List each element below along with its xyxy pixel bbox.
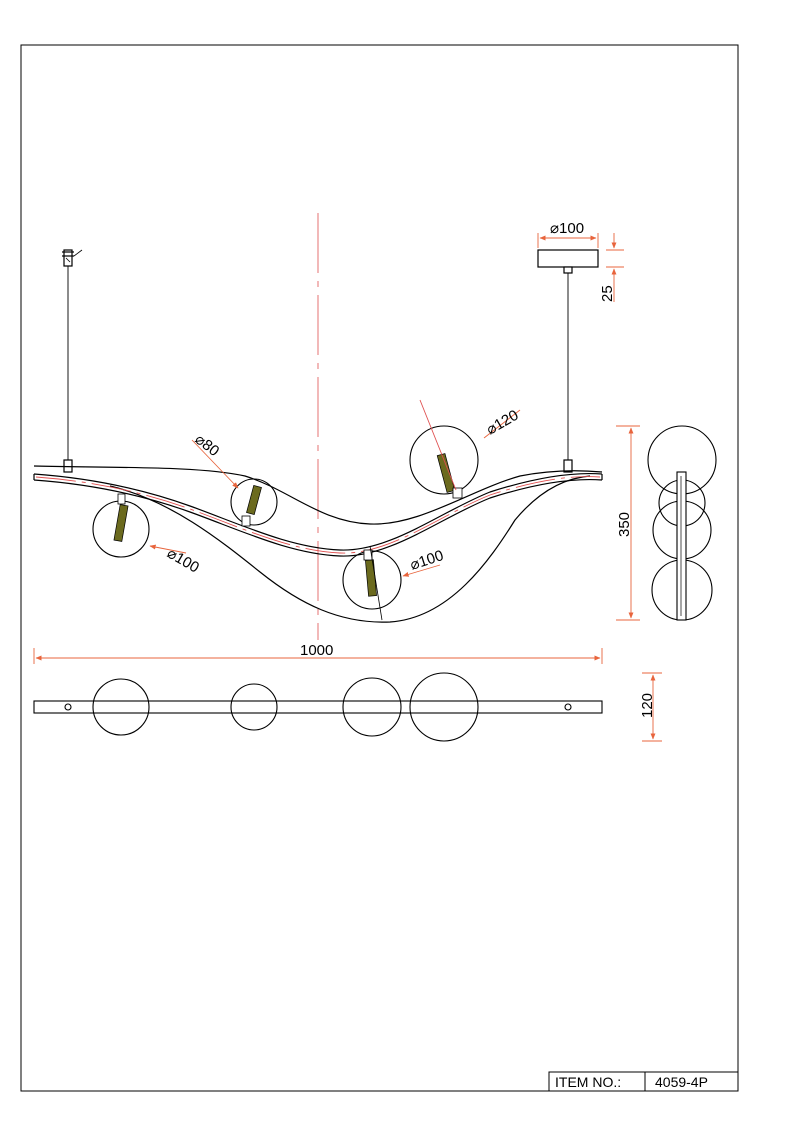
globe-center — [342, 545, 402, 621]
globe-left — [92, 493, 150, 558]
top-view — [33, 672, 603, 742]
globe-small — [230, 478, 278, 527]
title-block: ITEM NO.: 4059-4P — [548, 1071, 739, 1092]
globe-small-diameter-label: ⌀80 — [192, 431, 223, 460]
side-view — [647, 425, 717, 621]
overall-height-label: 350 — [616, 512, 633, 537]
main-wave-bar-top — [33, 472, 603, 551]
canopy-diameter-label: ⌀100 — [550, 220, 584, 237]
drawing-frame — [20, 44, 739, 1092]
main-wave-bar-bottom — [33, 478, 603, 557]
dimension-lines — [33, 233, 662, 742]
overall-length-label: 1000 — [300, 642, 333, 659]
left-suspension-clamp — [62, 249, 83, 267]
item-no-label: ITEM NO.: — [555, 1074, 621, 1090]
canopy-height-label: 25 — [599, 285, 616, 302]
item-no-value: 4059-4P — [655, 1074, 708, 1090]
globe-center-diameter-label: ⌀100 — [408, 547, 446, 574]
upper-wave-bar — [33, 465, 603, 525]
width-label: 120 — [639, 693, 656, 718]
wave-bar-centerline — [35, 476, 601, 554]
ceiling-canopy — [537, 249, 599, 268]
globe-top — [409, 425, 479, 499]
globe-top-diameter-label: ⌀120 — [484, 407, 522, 439]
globe-left-diameter-label: ⌀100 — [164, 545, 202, 577]
right-cable-holder — [563, 459, 573, 473]
lower-wave-bar — [109, 475, 591, 623]
front-view — [33, 249, 603, 623]
